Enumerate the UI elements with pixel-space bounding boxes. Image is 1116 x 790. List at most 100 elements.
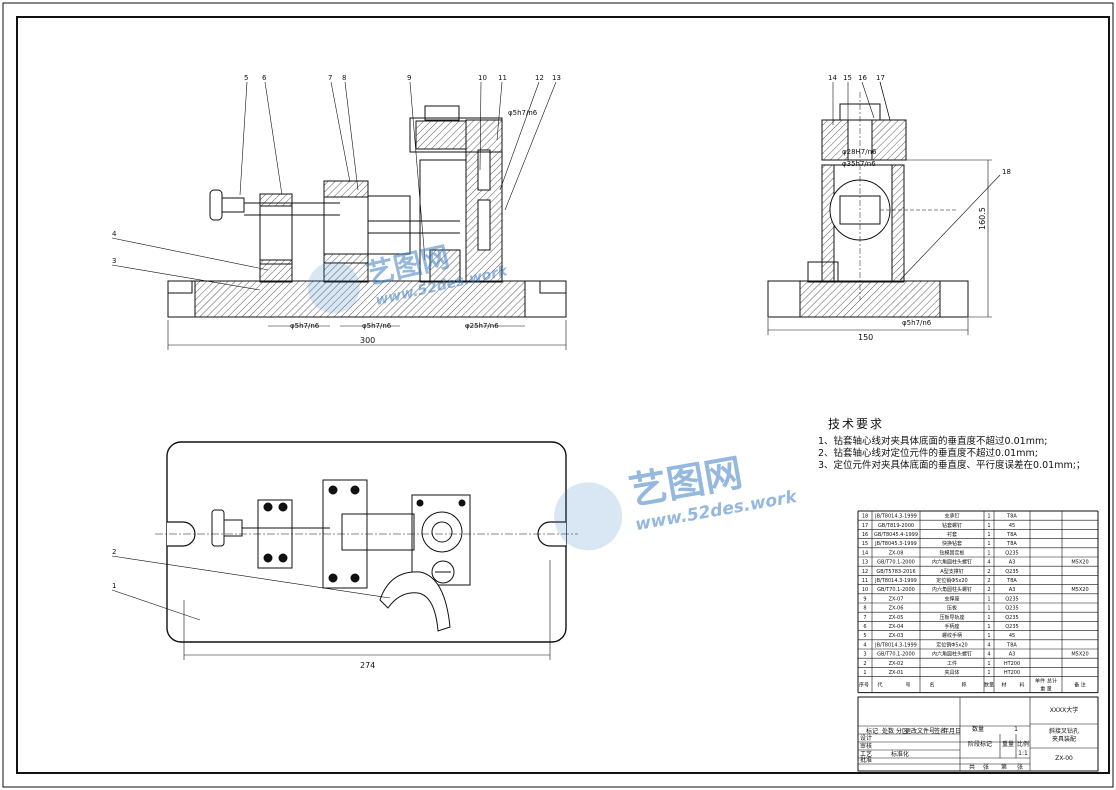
part-label-6: 6 bbox=[262, 74, 267, 82]
bom-code: ZX-08 bbox=[889, 550, 904, 556]
bom-code: JB/T8014.3-1999 bbox=[874, 642, 917, 648]
tb-design: 设计 bbox=[860, 734, 872, 742]
bom-no: 11 bbox=[862, 578, 868, 584]
bom-header: 名 bbox=[929, 682, 934, 689]
bom-qty: 1 bbox=[987, 670, 990, 676]
bom-qty: 4 bbox=[987, 652, 990, 658]
side-view-labels: 14 15 16 17 18 φ28H7/n6 φ35h7/n6 φ5h7/n6… bbox=[828, 74, 1011, 342]
top-view-labels: 2 1 274 bbox=[112, 548, 375, 670]
bom-no: 13 bbox=[862, 560, 868, 566]
bom-material: Q235 bbox=[1005, 550, 1018, 556]
bom-name: 定位销Φ5x20 bbox=[936, 641, 967, 648]
bom-material: T8A bbox=[1006, 642, 1017, 648]
bom-code: ZX-04 bbox=[889, 624, 904, 630]
bom-qty: 1 bbox=[987, 514, 990, 520]
bom-qty: 4 bbox=[987, 642, 990, 648]
bom-code: JB/T8045.3-1999 bbox=[874, 541, 917, 547]
bom-name: 压板导轨座 bbox=[939, 614, 964, 621]
bom-code: GB/T819-2000 bbox=[878, 523, 914, 529]
front-view-labels: 5 6 7 8 9 10 11 12 13 4 3 φ5h7/n6 φ5h7/n… bbox=[112, 74, 561, 345]
fit-label: φ5h7/n6 bbox=[290, 322, 320, 330]
bom-name: 工件 bbox=[947, 660, 957, 667]
bom-no: 3 bbox=[863, 652, 866, 658]
tb-sheet: 共 bbox=[969, 763, 975, 771]
bom-no: 15 bbox=[862, 541, 868, 547]
bom-material: T8A bbox=[1006, 514, 1017, 520]
bom-material: A3 bbox=[1009, 652, 1016, 658]
bom-qty: 1 bbox=[987, 541, 990, 547]
front-view bbox=[111, 81, 567, 350]
bom-header: 数量 bbox=[984, 682, 994, 689]
bom-header: 单件 bbox=[1035, 678, 1045, 685]
tb-sheet: 张 bbox=[1017, 763, 1023, 771]
fit-label: φ5h7/n6 bbox=[902, 319, 932, 327]
drawing-title: 夹具装配 bbox=[1052, 735, 1076, 743]
tb-qty-label: 数量 bbox=[972, 725, 984, 733]
fit-label: φ5h7/n6 bbox=[362, 322, 392, 330]
tech-requirements: 技术要求 1、钻套轴心线对夹具体底面的垂直度不超过0.01mm; 2、钻套轴心线… bbox=[818, 415, 1085, 472]
bom-header: 备 注 bbox=[1074, 682, 1086, 689]
bom-code: GB/T5783-2016 bbox=[876, 569, 915, 575]
part-label-5: 5 bbox=[244, 74, 248, 82]
bom-code: ZX-02 bbox=[889, 661, 904, 667]
bom-material: T8A bbox=[1006, 578, 1017, 584]
dim-height: 160.5 bbox=[978, 207, 987, 230]
bom-no: 18 bbox=[862, 514, 868, 520]
part-label-3: 3 bbox=[112, 257, 116, 265]
bom-code: JB/T8014.3-1999 bbox=[874, 578, 917, 584]
tb-approve: 批准 bbox=[860, 756, 872, 764]
bom-material: Q235 bbox=[1005, 596, 1018, 602]
tb-standardize: 标准化 bbox=[891, 750, 909, 758]
tb-field: 签名 bbox=[934, 727, 946, 735]
bom-name: 衬套 bbox=[947, 531, 957, 538]
part-label-13: 13 bbox=[552, 74, 561, 82]
bom-code: GB/T70.1-2000 bbox=[877, 652, 915, 658]
bom-header: 序号 bbox=[859, 682, 869, 689]
part-label-2: 2 bbox=[112, 548, 116, 556]
bom-qty: 1 bbox=[987, 624, 990, 630]
bom-material: 45 bbox=[1009, 523, 1015, 529]
bom-material: 45 bbox=[1009, 633, 1015, 639]
bom-no: 17 bbox=[862, 523, 868, 529]
side-view bbox=[767, 81, 1001, 335]
bom-name: 压板 bbox=[947, 605, 957, 612]
bom-code: ZX-06 bbox=[889, 606, 904, 612]
part-label-10: 10 bbox=[478, 74, 487, 82]
bom-qty: 2 bbox=[987, 587, 990, 593]
inner-frame bbox=[16, 16, 1110, 774]
fit-label: φ28H7/n6 bbox=[842, 148, 877, 156]
bom-header: 重 量 bbox=[1040, 686, 1052, 693]
bom-name: 内六角圆柱头螺钉 bbox=[932, 586, 972, 593]
bom-no: 9 bbox=[863, 596, 866, 602]
bom-material: Q235 bbox=[1005, 615, 1018, 621]
bom-qty: 1 bbox=[987, 615, 990, 621]
top-rail-seat bbox=[322, 479, 368, 589]
part-label-18: 18 bbox=[1002, 168, 1011, 176]
bom-code: GB/T70.1-2000 bbox=[877, 587, 915, 593]
bom-name: 钻模固定板 bbox=[939, 549, 964, 556]
tb-field: 年月日 bbox=[943, 727, 961, 735]
tb-scale-value: 1:1 bbox=[1018, 750, 1028, 757]
drill-plate bbox=[409, 117, 503, 153]
bom-code: ZX-07 bbox=[889, 596, 904, 602]
bom-material: HT200 bbox=[1004, 670, 1020, 676]
bom-material: A3 bbox=[1009, 560, 1016, 566]
part-label-1: 1 bbox=[112, 582, 116, 590]
bom-code: ZX-03 bbox=[889, 633, 904, 639]
watermark-2: 艺图网 www.52des.work bbox=[554, 450, 800, 551]
bom-header: 总计 bbox=[1047, 678, 1057, 685]
bom-note: M5X20 bbox=[1071, 560, 1088, 566]
bom-no: 2 bbox=[863, 661, 866, 667]
school-name: XXXX大学 bbox=[1050, 706, 1078, 714]
bom-code: ZX-01 bbox=[889, 670, 904, 676]
bom-material: A3 bbox=[1009, 587, 1016, 593]
tb-qty-value: 1 bbox=[1014, 726, 1018, 733]
bom-no: 4 bbox=[863, 642, 866, 648]
bom-name: 螺纹手柄 bbox=[942, 632, 962, 639]
bom-qty: 1 bbox=[987, 606, 990, 612]
tb-weight-label: 重量 bbox=[1002, 740, 1014, 748]
bom-name: 支撑座 bbox=[944, 595, 959, 602]
handle-knob bbox=[209, 189, 223, 221]
top-view bbox=[111, 441, 578, 660]
